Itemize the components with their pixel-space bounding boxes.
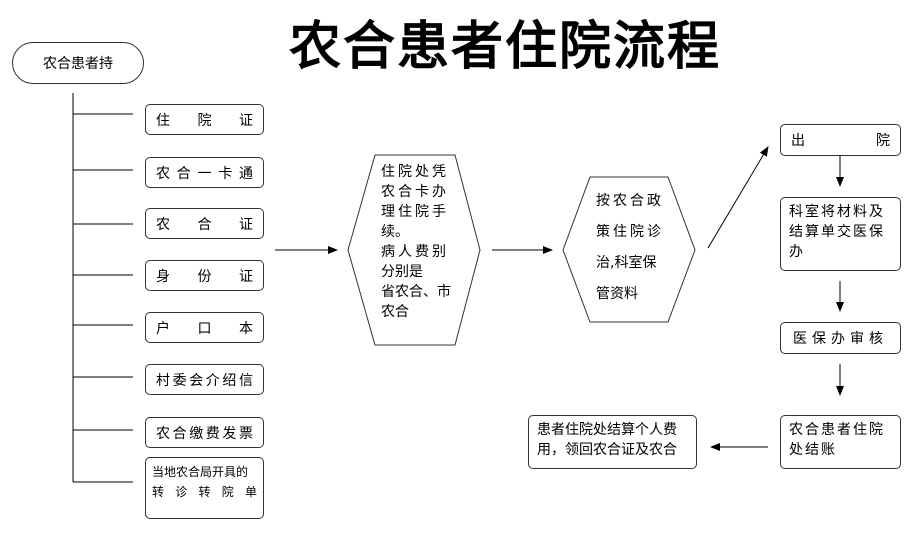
doc-label: 农合缴费发票: [156, 425, 253, 442]
doc-box: 农合一卡通: [145, 157, 264, 188]
step1-line: 分别是: [381, 264, 423, 280]
review-box: 医保办审核: [780, 322, 901, 354]
doc-label: 户口本: [156, 320, 253, 337]
step1-line: 农合卡办: [381, 184, 449, 200]
step2-line: 管资料: [596, 286, 638, 302]
step1-line: 续。: [381, 224, 409, 240]
doc-label: 农合一卡通: [156, 165, 253, 182]
doc-label: 身份证: [156, 268, 253, 285]
doc-box: 农合缴费发票: [145, 417, 264, 448]
step1-line: 理住院手: [381, 204, 449, 220]
step2-line: 治,科室保: [596, 255, 657, 271]
doc-box: 住院证: [145, 104, 264, 135]
discharge-label: 出院: [791, 133, 890, 149]
step2-line: 按农合政: [596, 193, 664, 209]
referral-line-2: 转诊转院单: [152, 485, 257, 499]
doc-label: 农合证: [156, 216, 253, 233]
doc-box: 身份证: [145, 260, 264, 291]
submit-box: 科室将材料及结算单交医保办: [780, 197, 901, 271]
step2-text: 按农合政 策住院诊 治,科室保 管资料: [596, 186, 668, 310]
step2-line: 策住院诊: [596, 224, 664, 240]
doc-box: 农合证: [145, 208, 264, 239]
doc-label: 村委会介绍信: [156, 372, 253, 389]
arrow-to-discharge: [707, 146, 769, 249]
page-title: 农合患者住院流程: [288, 16, 721, 77]
step2-hexagon: [562, 176, 696, 323]
branch-lines: [73, 113, 133, 483]
start-node: 农合患者持: [12, 42, 144, 84]
doc-label: 住院证: [156, 112, 253, 129]
discharge-box: 出院: [780, 124, 901, 156]
checkout-box: 农合患者住院处结账: [780, 415, 901, 469]
referral-line-1: 当地农合局开具的: [152, 465, 249, 479]
step1-line: 住院处凭: [381, 164, 449, 180]
doc-box: 村委会介绍信: [145, 364, 264, 395]
step1-hexagon: [347, 154, 481, 346]
step1-line: 农合: [381, 304, 409, 320]
doc-box: 户口本: [145, 312, 264, 343]
step1-line: 省农合、市: [381, 284, 451, 300]
doc-box-referral: 当地农合局开具的 转诊转院单: [145, 457, 264, 519]
step1-line: 病人费别: [381, 244, 449, 260]
final-box: 患者住院处结算个人费用，领回农合证及农合: [528, 415, 697, 469]
step1-text: 住院处凭 农合卡办 理住院手 续。 病人费别 分别是 省农合、市 农合: [381, 162, 453, 322]
